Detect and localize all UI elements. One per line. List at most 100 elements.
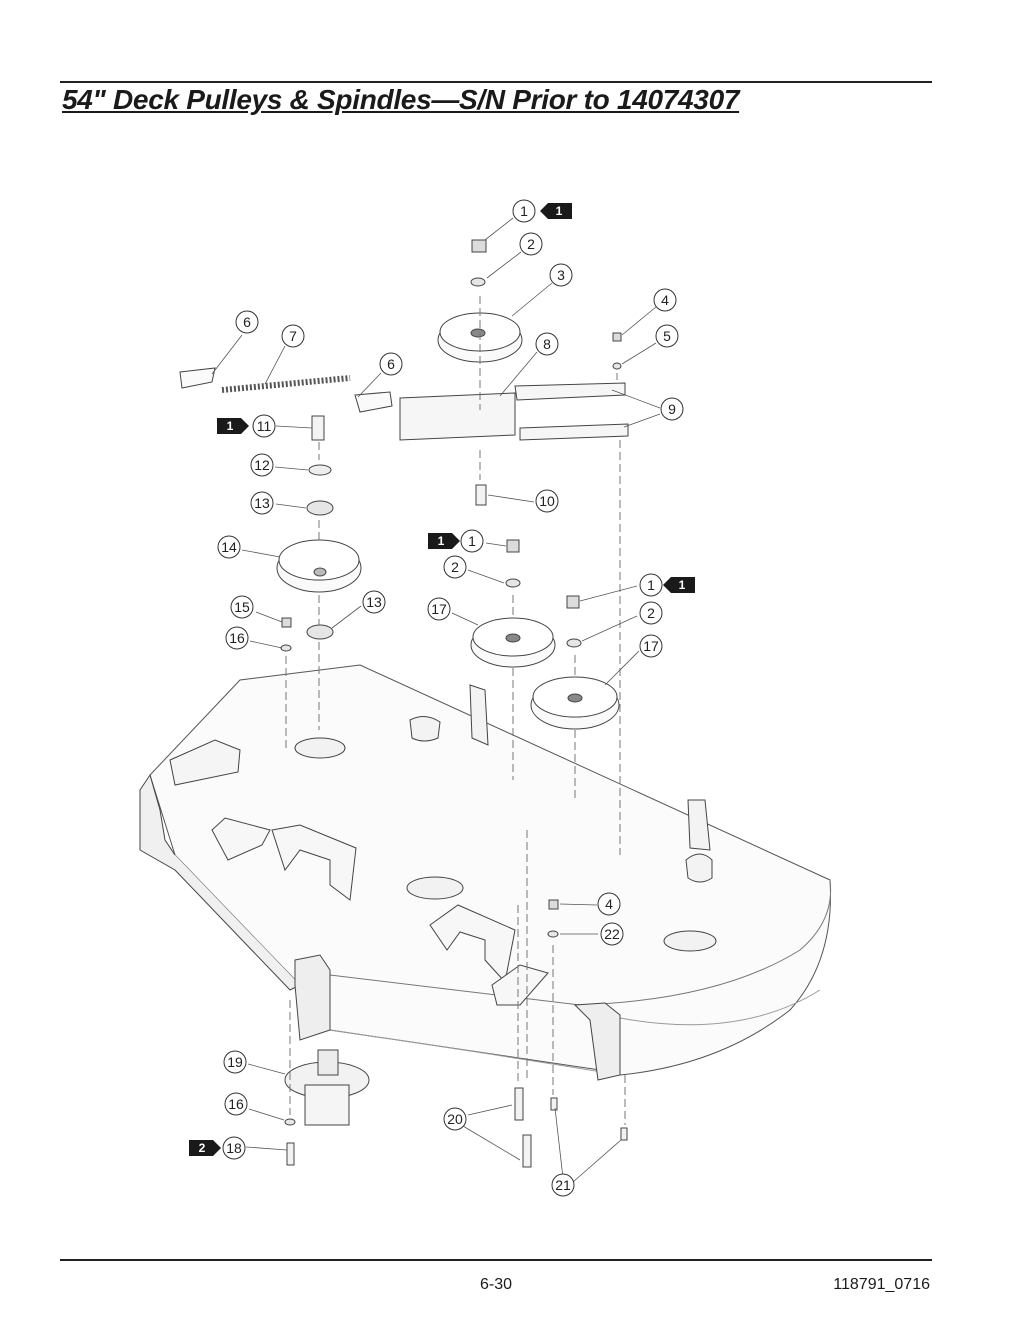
callout-number: 13: [254, 495, 270, 511]
callout-21: 21: [551, 1173, 575, 1197]
callout-number: 13: [366, 594, 382, 610]
callout-number: 2: [647, 605, 655, 621]
callout-15: 15: [230, 595, 254, 619]
note-flag-1: 1: [428, 533, 460, 549]
callout-13: 13: [362, 590, 386, 614]
callout-number: 8: [543, 336, 551, 352]
footer-rule: [60, 1259, 932, 1261]
note-flag-number: 1: [679, 578, 686, 592]
note-flag-shape: [540, 203, 572, 219]
callout-number: 4: [605, 896, 613, 912]
callout-18: 18: [222, 1136, 246, 1160]
callout-number: 17: [643, 638, 659, 654]
callout-circle: [281, 324, 305, 348]
callout-circle: [597, 892, 621, 916]
callout-number: 3: [557, 267, 565, 283]
callout-circle: [223, 1050, 247, 1074]
callout-number: 1: [520, 203, 528, 219]
callout-4: 4: [653, 288, 677, 312]
callout-circle: [535, 332, 559, 356]
callout-number: 6: [243, 314, 251, 330]
callout-2: 2: [519, 232, 543, 256]
callout-circle: [235, 310, 259, 334]
callout-number: 9: [668, 401, 676, 417]
title-rule: [60, 81, 932, 83]
note-flag-1: 1: [663, 577, 695, 593]
callout-circle: [379, 352, 403, 376]
callout-circle: [427, 597, 451, 621]
callout-14: 14: [217, 535, 241, 559]
callout-1: 1: [512, 199, 536, 223]
callout-number: 4: [661, 292, 669, 308]
callout-circle: [639, 573, 663, 597]
callout-number: 2: [451, 559, 459, 575]
callout-number: 16: [228, 1096, 244, 1112]
note-flag-1: 1: [217, 418, 249, 434]
callout-20: 20: [443, 1107, 467, 1131]
callout-3: 3: [549, 263, 573, 287]
callout-5: 5: [655, 324, 679, 348]
callout-circle: [519, 232, 543, 256]
note-flag-1: 1: [540, 203, 572, 219]
callout-8: 8: [535, 332, 559, 356]
callout-19: 19: [223, 1050, 247, 1074]
callout-circle: [250, 491, 274, 515]
callout-circle: [653, 288, 677, 312]
callout-17: 17: [639, 634, 663, 658]
callout-16: 16: [225, 626, 249, 650]
callout-circle: [639, 601, 663, 625]
page-number: 6-30: [480, 1276, 513, 1293]
leader-lines: [211, 217, 661, 1183]
callout-9: 9: [660, 397, 684, 421]
page-title: 54" Deck Pulleys & Spindles—S/N Prior to…: [62, 84, 740, 115]
callout-circle: [551, 1173, 575, 1197]
callout-6: 6: [235, 310, 259, 334]
callout-2: 2: [443, 555, 467, 579]
callout-12: 12: [250, 453, 274, 477]
note-flag-shape: [189, 1140, 221, 1156]
callout-circle: [250, 453, 274, 477]
callout-10: 10: [535, 489, 559, 513]
callout-circle: [224, 1092, 248, 1116]
callout-11: 11: [252, 414, 276, 438]
callout-number: 6: [387, 356, 395, 372]
callout-number: 11: [257, 418, 272, 434]
callout-6: 6: [379, 352, 403, 376]
callout-circle: [639, 634, 663, 658]
callout-number: 17: [431, 601, 447, 617]
deck-illustration: [139, 239, 832, 1168]
callout-circle: [443, 1107, 467, 1131]
callout-circle: [660, 397, 684, 421]
note-flag-number: 1: [227, 419, 234, 433]
note-flag-number: 1: [438, 534, 445, 548]
callout-number: 19: [227, 1054, 243, 1070]
callout-number: 1: [468, 533, 476, 549]
callout-2: 2: [639, 601, 663, 625]
callout-circle: [225, 626, 249, 650]
callout-4: 4: [597, 892, 621, 916]
callout-circle: [252, 414, 276, 438]
callout-number: 18: [226, 1140, 242, 1156]
callout-circle: [443, 555, 467, 579]
callout-circle: [549, 263, 573, 287]
note-flag-shape: [217, 418, 249, 434]
callout-number: 10: [539, 493, 555, 509]
callout-1: 1: [639, 573, 663, 597]
callout-number: 2: [527, 236, 535, 252]
note-flag-number: 2: [199, 1141, 206, 1155]
callout-number: 12: [254, 457, 270, 473]
callout-22: 22: [600, 922, 624, 946]
callout-circle: [230, 595, 254, 619]
callout-number: 1: [647, 577, 655, 593]
note-flag-2: 2: [189, 1140, 221, 1156]
callout-number: 22: [604, 926, 620, 942]
callout-number: 16: [229, 630, 245, 646]
callout-circle: [460, 529, 484, 553]
note-flag-shape: [428, 533, 460, 549]
callout-number: 5: [663, 328, 671, 344]
note-flag-number: 1: [556, 204, 563, 218]
callout-circle: [655, 324, 679, 348]
